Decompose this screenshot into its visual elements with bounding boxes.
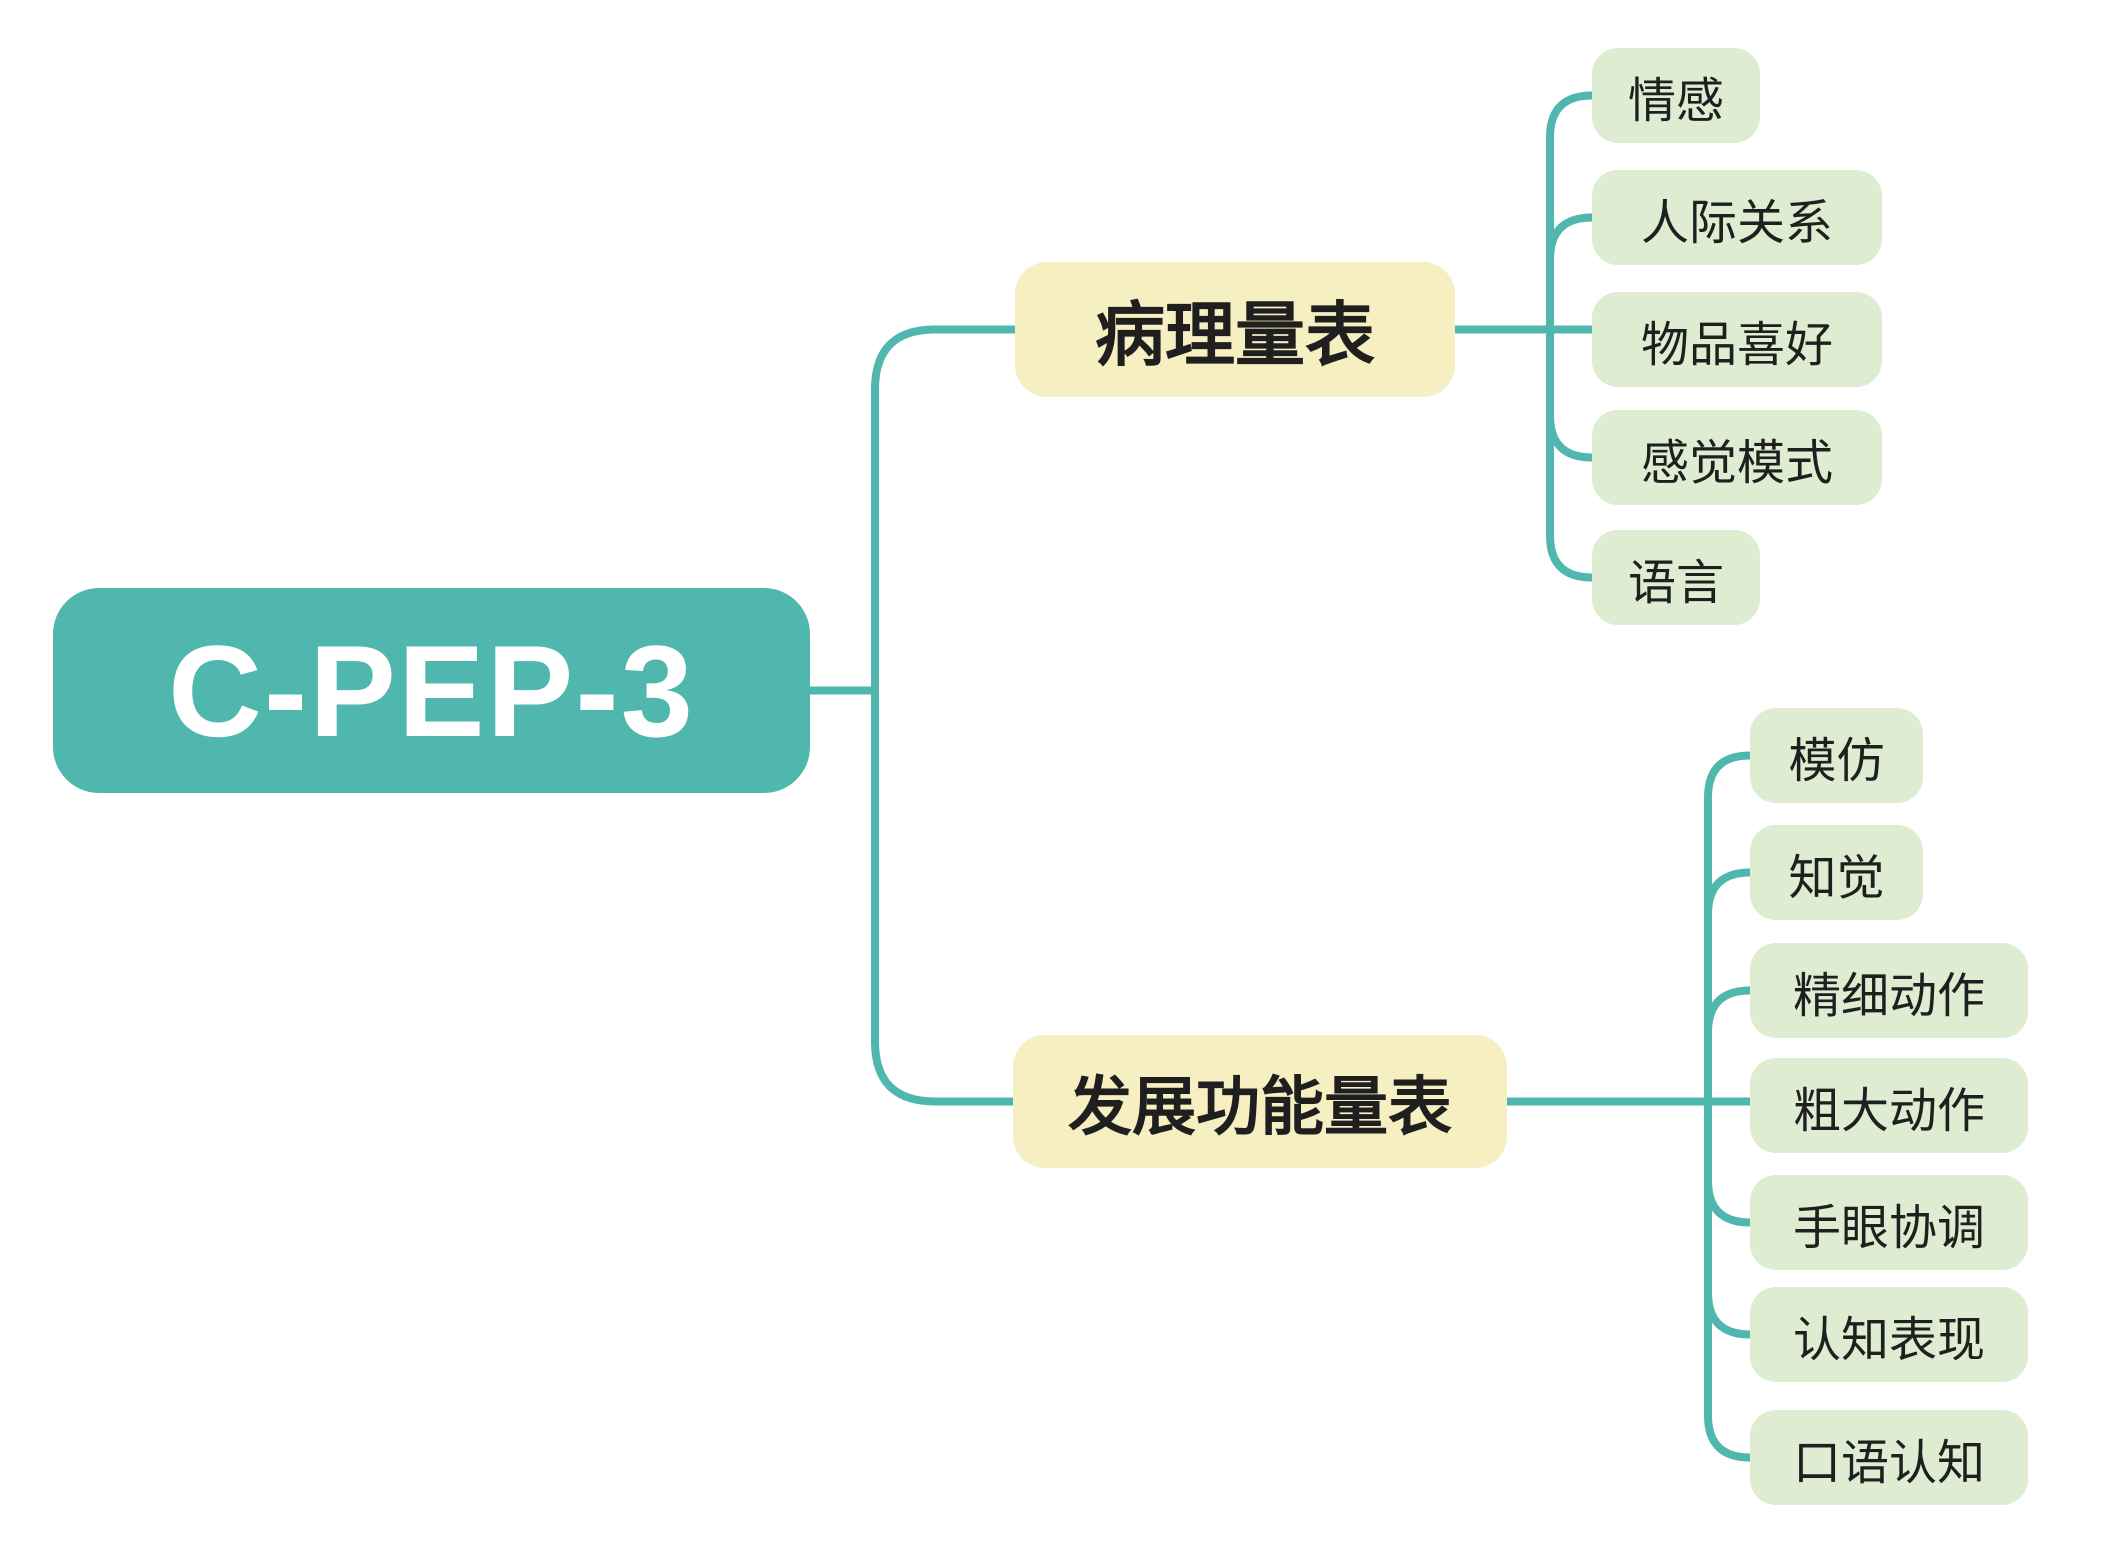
root-node[interactable]: C-PEP-3 xyxy=(53,588,810,793)
branch-node-development-function-scale[interactable]: 发展功能量表 xyxy=(1013,1035,1507,1168)
leaf-node[interactable]: 认知表现 xyxy=(1750,1287,2028,1382)
leaf-node[interactable]: 口语认知 xyxy=(1750,1410,2028,1505)
leaf-node[interactable]: 物品喜好 xyxy=(1592,292,1882,387)
branch-node-pathology-scale[interactable]: 病理量表 xyxy=(1015,262,1455,397)
leaf-node[interactable]: 模仿 xyxy=(1750,708,1923,803)
leaf-node[interactable]: 手眼协调 xyxy=(1750,1175,2028,1270)
leaf-node[interactable]: 精细动作 xyxy=(1750,943,2028,1038)
leaf-node[interactable]: 语言 xyxy=(1592,530,1760,625)
leaf-node[interactable]: 粗大动作 xyxy=(1750,1058,2028,1153)
leaf-node[interactable]: 感觉模式 xyxy=(1592,410,1882,505)
leaf-node[interactable]: 人际关系 xyxy=(1592,170,1882,265)
leaf-node[interactable]: 情感 xyxy=(1592,48,1760,143)
leaf-node[interactable]: 知觉 xyxy=(1750,825,1923,920)
